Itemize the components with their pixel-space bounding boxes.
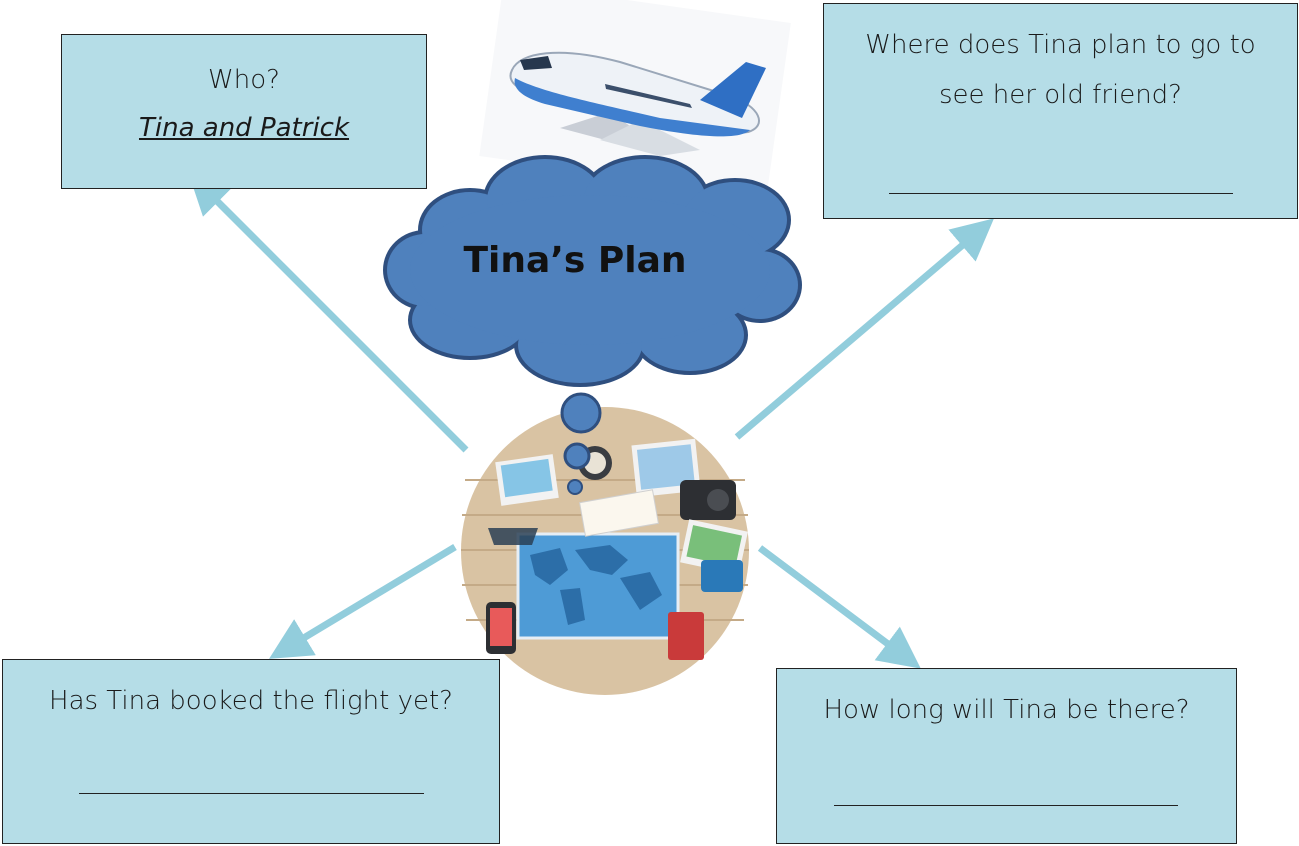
who-question: Who? [208, 65, 280, 95]
arrow-to-who [188, 172, 469, 453]
cloud-shape [383, 155, 802, 387]
travel-desk-image [461, 407, 749, 695]
where-question-line1: Where does Tina plan to go to [865, 30, 1256, 60]
howlong-question: How long will Tina be there? [823, 695, 1190, 725]
arrow-to-howlong [757, 545, 921, 669]
howlong-answer-blank[interactable] [834, 805, 1178, 806]
arrow-to-where [734, 218, 994, 440]
where-box: Where does Tina plan to go to see her ol… [823, 3, 1298, 219]
where-question-line2: see her old friend? [939, 80, 1182, 110]
where-answer-blank[interactable] [889, 193, 1233, 194]
booked-answer-blank[interactable] [79, 793, 424, 794]
diagram-title: Tina’s Plan [463, 240, 687, 281]
arrow-to-booked [269, 544, 457, 659]
who-answer: Tina and Patrick [138, 113, 350, 143]
thought-bubbles [560, 392, 602, 495]
booked-box: Has Tina booked the flight yet? [2, 659, 500, 844]
howlong-box: How long will Tina be there? [776, 668, 1237, 844]
booked-question: Has Tina booked the flight yet? [49, 686, 453, 716]
airplane-image [479, 0, 791, 197]
who-box: Who? Tina and Patrick [61, 34, 427, 189]
